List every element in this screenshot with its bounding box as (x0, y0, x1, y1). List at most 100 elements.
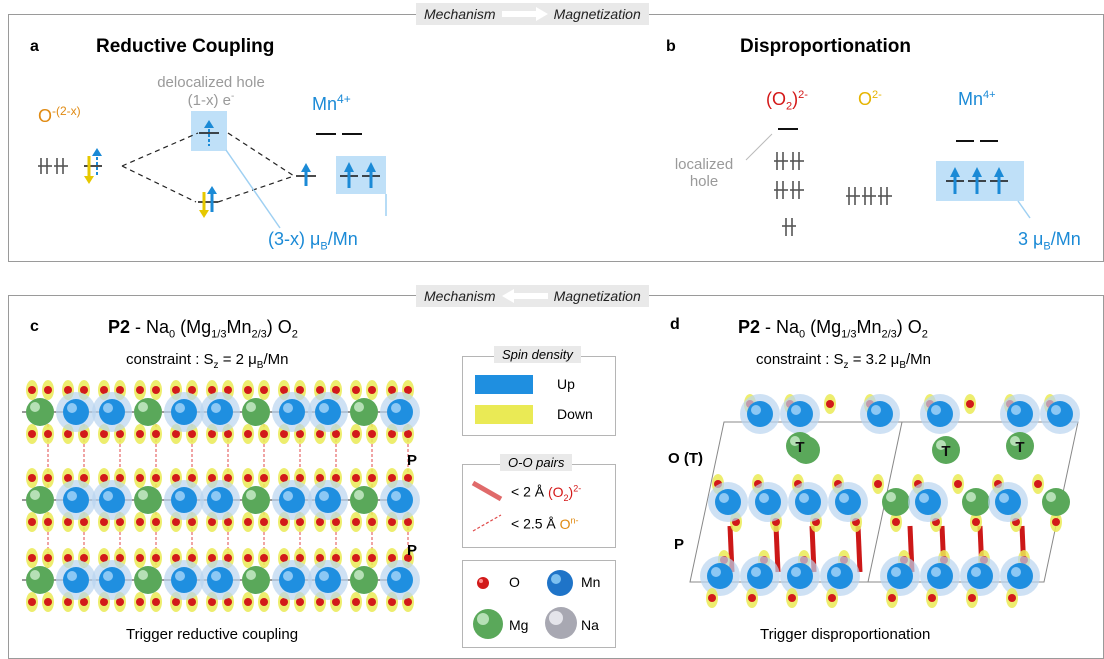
o-atom (224, 386, 232, 394)
legend-mn-atom-icon (547, 570, 573, 596)
o-atom (404, 386, 412, 394)
mn-atom (279, 567, 305, 593)
o-atom (152, 598, 160, 606)
o-atom (260, 518, 268, 526)
o-atom (892, 518, 900, 526)
legend-long-pair-label: < 2.5 Å On- (511, 515, 579, 532)
legend-mg-label: Mg (509, 617, 529, 633)
banner-magnetization-label: Magnetization (553, 6, 641, 22)
mn-atom (99, 567, 125, 593)
o-atom (136, 554, 144, 562)
o-atom (28, 554, 36, 562)
panel-d-title: P2 - Na0 (Mg1/3Mn2/3) O2 (738, 317, 928, 341)
o-atom (64, 518, 72, 526)
o-atom (136, 518, 144, 526)
o-atom (64, 598, 72, 606)
legend-o-atom-icon (477, 577, 489, 589)
o-atom (244, 518, 252, 526)
mg-atom-highlight (246, 570, 256, 580)
panel-d-layer-p: P (674, 536, 685, 553)
o-atom (64, 554, 72, 562)
o-atom (972, 518, 980, 526)
mn-atom-highlight (931, 405, 941, 415)
o-atom (28, 598, 36, 606)
mg-atom-highlight (138, 402, 148, 412)
o-atom (244, 474, 252, 482)
mn-atom (207, 487, 233, 513)
o-atom (368, 386, 376, 394)
o-atom (80, 474, 88, 482)
o-atom (404, 554, 412, 562)
mn-atom (1007, 401, 1033, 427)
o-atom (116, 430, 124, 438)
panel-b-mn-label: Mn4+ (958, 89, 996, 109)
o-atom (208, 386, 216, 394)
top-panel-frame (8, 14, 1104, 262)
o-atom (748, 594, 756, 602)
o-atom (280, 598, 288, 606)
mg-atom-highlight (30, 490, 40, 500)
panel-c-layer-p2: P (407, 542, 418, 559)
o-atom (64, 386, 72, 394)
mn-atom (99, 487, 125, 513)
mn-atom-highlight (175, 491, 185, 501)
mn-atom-highlight (283, 491, 293, 501)
mg-atom (242, 398, 270, 426)
mg-atom (962, 488, 990, 516)
o-atom (352, 554, 360, 562)
mg-atom (882, 488, 910, 516)
o-atom (44, 474, 52, 482)
mn-atom (207, 567, 233, 593)
oo-pairs-legend: < 2 Å (O2)2- < 2.5 Å On- (462, 464, 616, 548)
o-atom (44, 554, 52, 562)
panel-b-label: b (666, 38, 676, 55)
o-atom (172, 474, 180, 482)
o-atom (100, 518, 108, 526)
bottom-mechanism-banner: Mechanism Magnetization (416, 285, 649, 307)
panel-c-atom-lattice (22, 380, 420, 612)
o-atom (888, 594, 896, 602)
mn-atom (63, 487, 89, 513)
panel-a-hole-label: delocalized hole (1-x) e- (157, 74, 265, 109)
mn-atom (63, 567, 89, 593)
o-atom (260, 430, 268, 438)
o-atom (80, 386, 88, 394)
mn-atom-highlight (67, 491, 77, 501)
mg-atom-highlight (246, 490, 256, 500)
mn-atom-highlight (751, 405, 761, 415)
mn-atom-highlight (391, 403, 401, 413)
panel-c-title: P2 - Na0 (Mg1/3Mn2/3) O2 (108, 317, 298, 341)
mn-atom (715, 489, 741, 515)
mg-atom (26, 486, 54, 514)
mn-atom-highlight (103, 571, 113, 581)
o-atom (826, 400, 834, 408)
o-atom (116, 474, 124, 482)
o-atom (260, 386, 268, 394)
mn-atom (795, 489, 821, 515)
mn-atom-highlight (211, 571, 221, 581)
o-atom (208, 598, 216, 606)
mn-atom (995, 489, 1021, 515)
o-atom (44, 598, 52, 606)
mn-atom (835, 489, 861, 515)
o-atom (28, 518, 36, 526)
panel-d-label: d (670, 316, 680, 333)
o-atom (368, 430, 376, 438)
o-atom (136, 598, 144, 606)
o-atom (260, 474, 268, 482)
tetrahedral-marker: T (941, 443, 950, 460)
banner-mechanism-label: Mechanism (424, 288, 496, 304)
mn-atom-highlight (1011, 405, 1021, 415)
mn-atom-highlight (319, 571, 329, 581)
legend-short-pair-label: < 2 Å (O2)2- (511, 483, 582, 503)
o-atom (954, 480, 962, 488)
panel-c-caption: Trigger reductive coupling (126, 626, 299, 643)
o-atom (280, 430, 288, 438)
spin-density-legend-title: Spin density (494, 346, 581, 363)
panel-a-mn-label: Mn4+ (312, 92, 351, 114)
mn-atom-highlight (283, 403, 293, 413)
mg-atom-highlight (354, 490, 364, 500)
panel-a-orbital-diagram (38, 120, 387, 229)
o-atom (152, 430, 160, 438)
o-atom (188, 474, 196, 482)
